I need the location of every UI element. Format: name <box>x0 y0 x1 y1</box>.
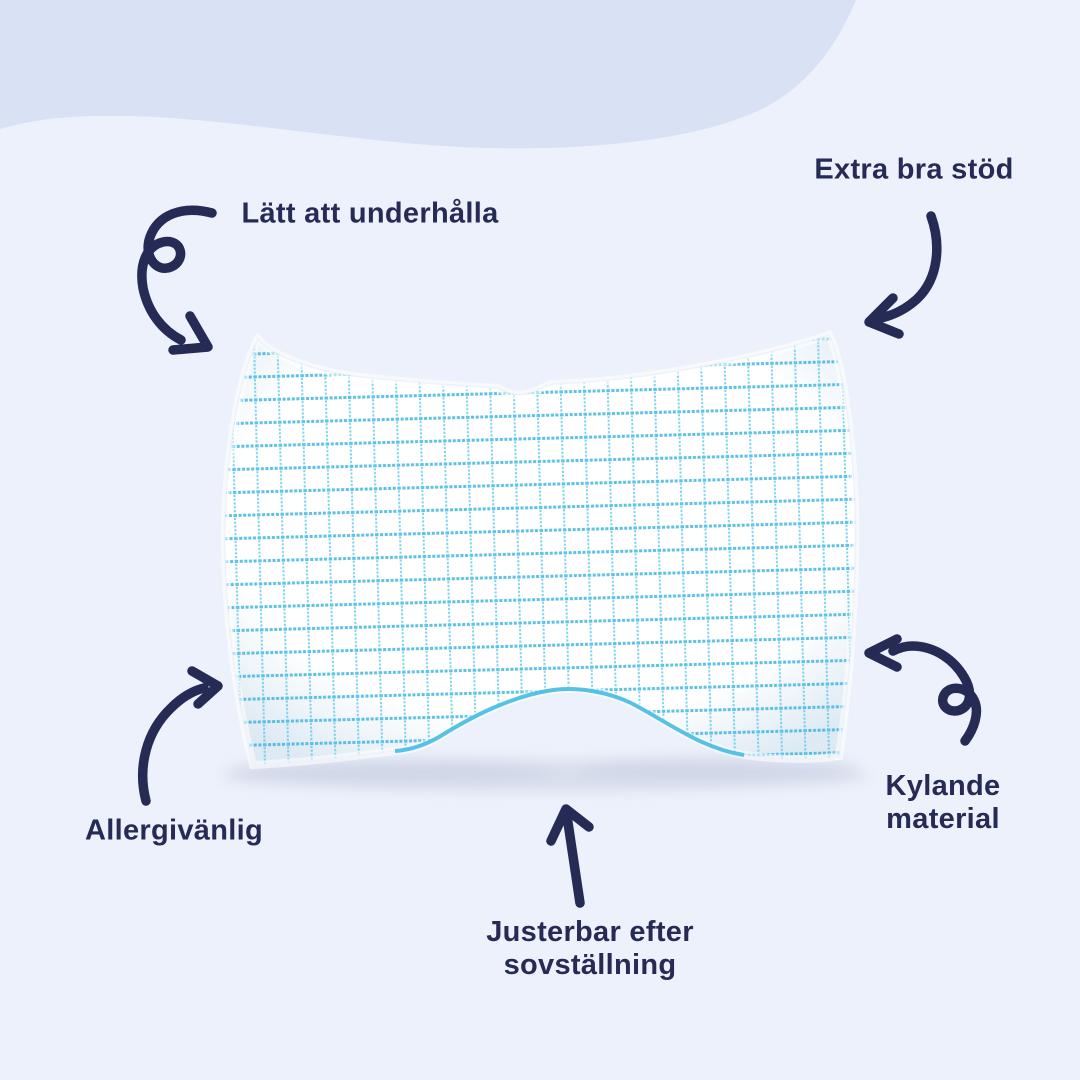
callout-cooling-label-line1: Kylande <box>885 770 1001 802</box>
curved-arrow-maintain-icon <box>137 205 217 355</box>
curved-arrow-support-icon <box>864 211 942 339</box>
curved-arrow-allergy-icon <box>138 666 223 806</box>
callout-adjustable-label-line1: Justerbar efter <box>486 916 694 948</box>
callout-adjustable: Justerbar efter sovställning <box>486 916 694 982</box>
callout-allergy: Allergivänlig <box>85 815 263 848</box>
callout-support-label: Extra bra stöd <box>814 153 1014 186</box>
callout-allergy-label: Allergivänlig <box>85 814 263 847</box>
callout-maintain: Lätt att underhålla <box>241 198 498 231</box>
curved-arrow-cooling-icon <box>864 634 982 746</box>
callout-cooling-label-line2: material <box>886 803 1000 835</box>
straight-arrow-adjustable-icon <box>546 804 594 908</box>
callout-support: Extra bra stöd <box>814 154 1013 187</box>
background-wave <box>0 0 856 149</box>
callout-maintain-label: Lätt att underhålla <box>241 197 499 230</box>
callout-adjustable-label-line2: sovställning <box>503 949 677 981</box>
pillow-image <box>225 335 856 765</box>
pillow-piping <box>394 687 745 757</box>
callout-cooling: Kylande material <box>886 770 1001 836</box>
pillow-shadow <box>220 756 870 791</box>
